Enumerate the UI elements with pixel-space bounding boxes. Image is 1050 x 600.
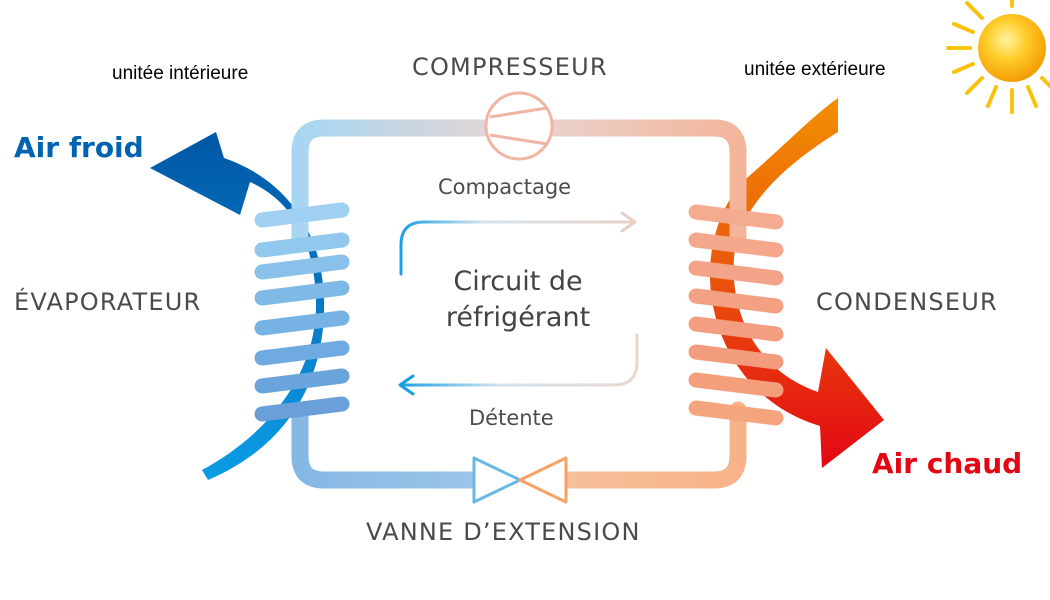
refrigerant-circuit	[291, 119, 747, 489]
circuit-title-line1: Circuit de	[453, 266, 583, 297]
circuit-title-line2: réfrigérant	[445, 302, 591, 333]
expansion-valve-label: VANNE D’EXTENSION	[366, 518, 641, 546]
compressor-label: COMPRESSEUR	[412, 53, 608, 81]
compression-arrow	[399, 211, 637, 276]
cold-air-label: Air froid	[14, 131, 144, 164]
expansion-arrow	[398, 333, 639, 396]
expansion-label: Détente	[469, 406, 554, 430]
expansion-valve-icon	[472, 456, 568, 504]
indoor-unit-label: unitée intérieure	[112, 63, 249, 84]
evaporator-label: ÉVAPORATEUR	[14, 288, 202, 316]
hot-air-arrow	[709, 98, 884, 468]
compressor-icon	[484, 91, 554, 161]
outdoor-unit-label: unitée extérieure	[744, 59, 886, 80]
sun-icon	[946, 0, 1050, 114]
circuit-title: Circuit de réfrigérant	[398, 264, 638, 336]
hot-air-label: Air chaud	[872, 447, 1023, 480]
condenser-coil-icon	[688, 204, 784, 426]
evaporator-coil-icon	[254, 202, 350, 422]
compression-label: Compactage	[438, 175, 572, 199]
cold-air-arrow	[150, 132, 325, 480]
condenser-label: CONDENSEUR	[816, 288, 998, 316]
